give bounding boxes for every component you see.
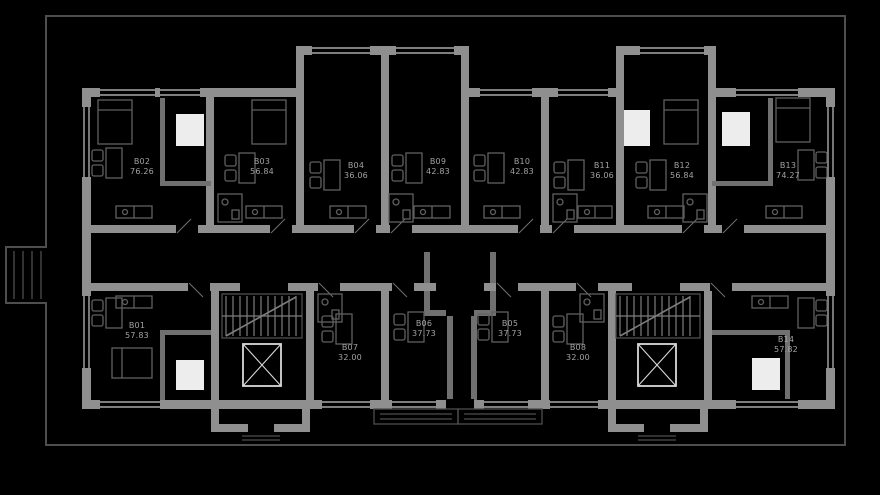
unit-area: 57.83 [125, 330, 149, 340]
shower-icon [752, 358, 780, 390]
dining-set-icon [393, 311, 425, 343]
windows [81, 45, 836, 433]
unit-label-b03[interactable]: B03 56.84 [240, 157, 284, 176]
dining-set-icon [391, 152, 423, 184]
dining-set-icon [797, 149, 828, 181]
bathroom-fixtures [176, 110, 780, 390]
unit-id: B03 [253, 157, 271, 166]
unit-label-b09[interactable]: B09 42.83 [416, 157, 460, 176]
unit-label-b08[interactable]: B08 32.00 [556, 343, 600, 362]
unit-area: 37.73 [412, 328, 436, 338]
unit-id: B08 [569, 343, 587, 352]
unit-area: 42.83 [510, 166, 534, 176]
dining-set-icon [309, 159, 341, 191]
unit-area: 76.26 [130, 166, 154, 176]
kitchen-icon [765, 205, 803, 219]
unit-label-b04[interactable]: B04 36.06 [334, 161, 378, 180]
unit-id: B12 [673, 161, 691, 170]
site-boundary [5, 15, 846, 446]
unit-id: B13 [779, 161, 797, 170]
interior-partitions [160, 46, 790, 400]
shower-icon [722, 112, 750, 146]
unit-area: 74.27 [776, 170, 800, 180]
kitchen-icon [329, 205, 367, 219]
unit-area: 42.83 [426, 166, 450, 176]
bed-icon [663, 99, 699, 145]
bed-icon [111, 347, 153, 379]
doors [176, 218, 738, 298]
kitchen-icon [413, 205, 451, 219]
unit-label-b06[interactable]: B06 37.73 [402, 319, 446, 338]
kitchen-icon [577, 205, 613, 219]
entrance-steps [242, 408, 676, 441]
kitchen-icon [647, 205, 685, 219]
unit-label-b13[interactable]: B13 74.27 [766, 161, 810, 180]
furniture [91, 97, 828, 379]
bathroom-icon [552, 193, 578, 223]
shower-icon [176, 114, 204, 146]
shower-icon [624, 110, 650, 146]
kitchen-icon [483, 205, 521, 219]
dining-set-icon [635, 159, 667, 191]
unit-id: B14 [777, 335, 795, 344]
unit-area: 56.84 [250, 166, 274, 176]
corridor-walls [82, 225, 826, 291]
dining-set-icon [477, 311, 509, 343]
unit-id: B09 [429, 157, 447, 166]
elevator-left-icon [242, 343, 282, 387]
dining-set-icon [552, 313, 584, 345]
stairs-left-icon [221, 293, 303, 339]
exterior-stair-treads [13, 251, 42, 299]
unit-id: B05 [501, 319, 519, 328]
unit-area: 37.73 [498, 328, 522, 338]
unit-id: B01 [128, 321, 146, 330]
unit-label-b01[interactable]: B01 57.83 [115, 321, 159, 340]
kitchen-icon [751, 295, 789, 309]
bathroom-icon [579, 293, 605, 323]
unit-area: 32.00 [566, 352, 590, 362]
bathroom-icon [217, 193, 243, 223]
unit-label-b07[interactable]: B07 32.00 [328, 343, 372, 362]
unit-id: B11 [593, 161, 611, 170]
dining-set-icon [91, 297, 123, 329]
unit-area: 32.00 [338, 352, 362, 362]
dining-set-icon [553, 159, 585, 191]
kitchen-icon [245, 205, 283, 219]
kitchen-icon [115, 295, 153, 309]
unit-label-b02[interactable]: B02 76.26 [120, 157, 164, 176]
unit-label-b14[interactable]: B14 57.82 [764, 335, 808, 354]
kitchen-icon [115, 205, 153, 219]
dining-set-icon [321, 313, 353, 345]
unit-area: 36.06 [344, 170, 368, 180]
bathroom-icon [388, 193, 414, 223]
unit-label-b05[interactable]: B05 37.73 [488, 319, 532, 338]
unit-label-b11[interactable]: B11 36.06 [580, 161, 624, 180]
unit-area: 36.06 [590, 170, 614, 180]
unit-label-b12[interactable]: B12 56.84 [660, 161, 704, 180]
shower-icon [176, 360, 204, 390]
bed-icon [775, 97, 811, 143]
unit-id: B04 [347, 161, 365, 170]
bed-icon [251, 99, 287, 145]
bed-icon [97, 99, 133, 145]
unit-id: B02 [133, 157, 151, 166]
unit-id: B07 [341, 343, 359, 352]
dining-set-icon [91, 147, 123, 179]
unit-area: 56.84 [670, 170, 694, 180]
stairs-right-icon [615, 293, 701, 339]
unit-label-b10[interactable]: B10 42.83 [500, 157, 544, 176]
unit-area: 57.82 [774, 344, 798, 354]
bathroom-icon [682, 193, 708, 223]
elevator-right-icon [637, 343, 677, 387]
unit-id: B06 [415, 319, 433, 328]
dining-set-icon [224, 152, 256, 184]
unit-id: B10 [513, 157, 531, 166]
dining-set-icon [797, 297, 828, 329]
dining-set-icon [473, 152, 505, 184]
